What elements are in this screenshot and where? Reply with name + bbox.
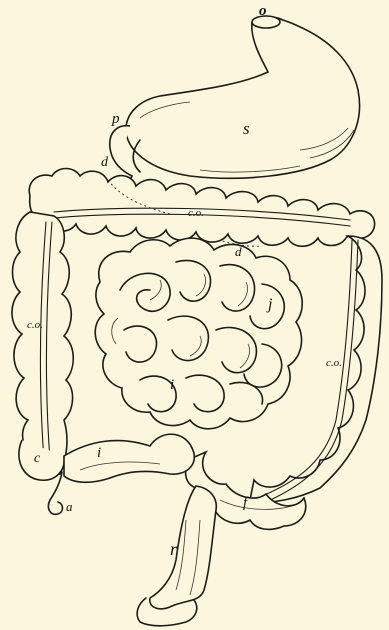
label-a: a [66,500,73,513]
label-s: s [243,120,250,137]
label-j: j [268,297,272,313]
small-intestine [95,238,302,429]
label-co-left: c.o. [27,320,43,331]
label-c: c [34,452,40,466]
label-d-lower: d [235,245,242,258]
ascending-colon [12,212,73,475]
label-i-lower: i [97,446,101,461]
label-r: r [170,540,177,558]
label-d-upper: d [101,156,108,170]
label-co-right: c.o. [326,358,342,369]
ileum [64,434,194,482]
label-o: o [259,4,267,19]
label-f: f [243,496,247,511]
label-co-top: c.o. [188,208,204,219]
label-i-center: i [170,378,174,393]
stomach [126,16,360,178]
label-p: p [112,112,120,127]
